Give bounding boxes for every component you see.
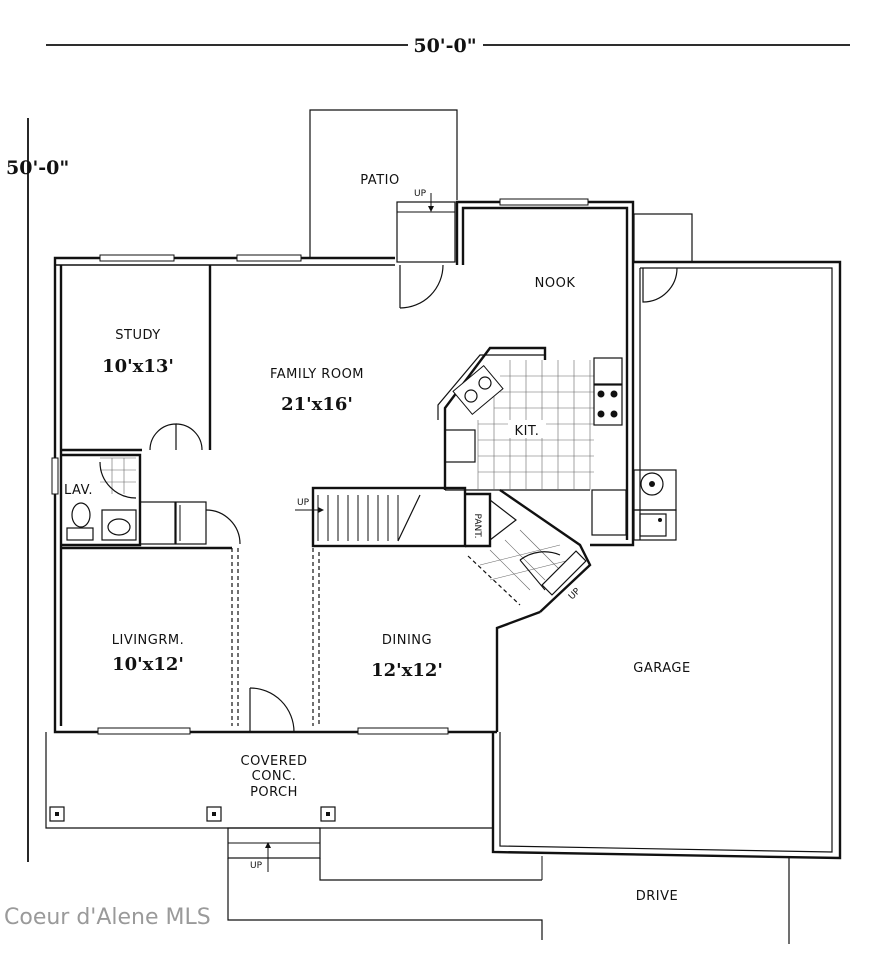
pantry: PANT. — [465, 492, 517, 548]
living-room-size: 10'x12' — [112, 654, 184, 675]
stairs: UP — [295, 486, 467, 548]
water-heater-icon — [633, 469, 677, 511]
range-icon — [593, 384, 623, 426]
front-steps-up-label: UP — [250, 861, 263, 871]
dining-room: DINING 12'x12' — [312, 548, 541, 732]
driveway: DRIVE — [541, 856, 790, 944]
porch-label-line-2: CONC. — [252, 769, 297, 784]
lav-sink-icon — [107, 518, 131, 536]
dining-size: 12'x12' — [371, 660, 443, 681]
lavatory: LAV. — [61, 453, 142, 547]
covered-porch: COVERED CONC. PORCH — [45, 732, 494, 829]
stairs-up-label: UP — [297, 498, 310, 508]
laundry-up-label: UP — [567, 586, 583, 602]
study-size: 10'x13' — [102, 356, 174, 377]
depth-dimension-line: 50'-0" — [6, 118, 69, 862]
width-dimension-line: 50'-0" — [46, 35, 850, 57]
garage-label: GARAGE — [633, 661, 690, 676]
entry-closets — [139, 501, 241, 545]
family-room-label: FAMILY ROOM — [270, 367, 364, 382]
garage: GARAGE — [491, 260, 842, 860]
pantry-label: PANT. — [472, 513, 482, 538]
patio-label: PATIO — [360, 173, 399, 188]
lav-label: LAV. — [64, 483, 93, 498]
front-steps: UP — [227, 827, 543, 940]
laundry-hall: UP — [467, 489, 592, 613]
entry-landing — [633, 213, 693, 263]
counter — [593, 357, 623, 385]
porch-label-line-3: PORCH — [250, 785, 298, 800]
study-label: STUDY — [115, 328, 160, 343]
toilet-icon — [71, 502, 91, 528]
dining-label: DINING — [382, 633, 432, 648]
depth-dimension: 50'-0" — [6, 157, 69, 179]
study: STUDY 10'x13' — [61, 265, 212, 452]
nook-label: NOOK — [535, 276, 576, 291]
front-door — [249, 687, 295, 733]
sink-icon — [452, 364, 504, 416]
exterior-walls — [53, 200, 635, 734]
family-room-size: 21'x16' — [281, 394, 353, 415]
dishwasher-icon — [444, 429, 476, 463]
width-dimension: 50'-0" — [413, 35, 476, 57]
living-room: LIVINGRM. 10'x12' — [61, 546, 239, 726]
kitchen: KIT. — [437, 346, 627, 536]
kitchen-label: KIT. — [515, 424, 540, 439]
drive-label: DRIVE — [636, 889, 678, 904]
refrigerator-icon — [591, 489, 627, 536]
patio: PATIO UP — [309, 109, 458, 263]
porch-label-line-1: COVERED — [241, 754, 308, 769]
family-room: FAMILY ROOM 21'x16' — [270, 367, 364, 415]
living-room-label: LIVINGRM. — [112, 633, 184, 648]
patio-up-label: UP — [414, 189, 427, 199]
mls-watermark: Coeur d'Alene MLS — [4, 905, 211, 930]
patio-door — [399, 264, 444, 309]
windows — [51, 198, 589, 735]
utility-sink-icon — [633, 509, 677, 541]
